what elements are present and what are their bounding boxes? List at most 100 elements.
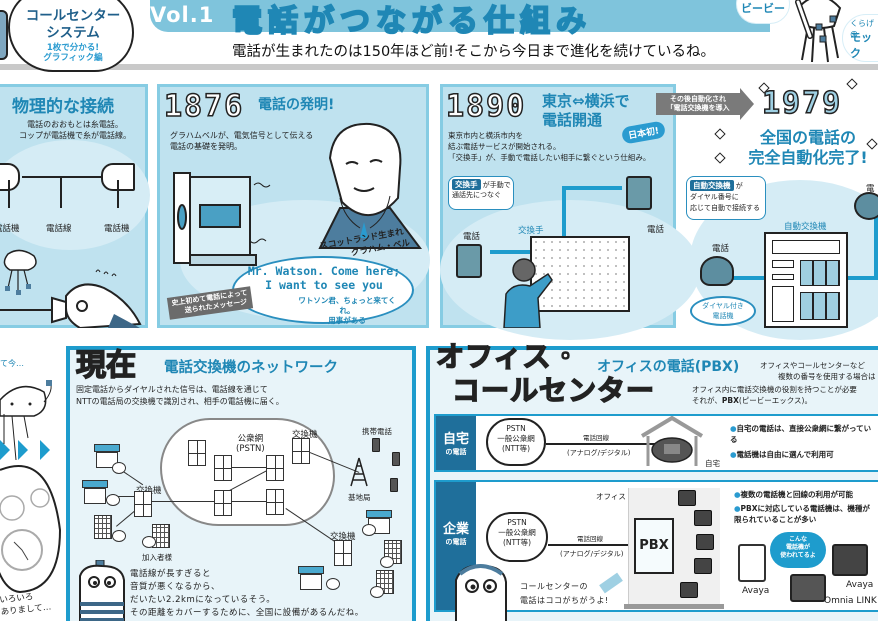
arrow-line1: その後自動化され [670, 95, 726, 103]
label-subscriber: 加入者様 [142, 553, 172, 562]
office-heading-line1: オフィス・ [435, 339, 581, 374]
header-divider [0, 64, 878, 70]
office-desc-pbx: PBX [721, 396, 739, 405]
home-line-label: 電話回線 [583, 434, 609, 442]
year-1890: 1890 [445, 88, 527, 125]
wall-phone-right-icon [626, 176, 652, 210]
label-phone-right: 電 [866, 184, 875, 194]
office-desc-line2: 複数の番号を使用する場合は [778, 372, 876, 381]
label-auto-exchange: 自動交換機 [784, 222, 827, 232]
dial-phone-label-bubble [690, 296, 756, 326]
building-icon [94, 515, 112, 539]
tokyo-body-line2: 結ぶ電話サービスが開始される。 [448, 142, 561, 151]
pointer-line [60, 177, 62, 208]
invention-body-line1: グラハムベルが、電気信号として伝える [170, 131, 314, 140]
distance-note-line2: 音質が悪くなるから、 [130, 582, 221, 592]
phone-model-omnia: Omnia LINK [824, 596, 877, 606]
operator-tag: 交換手 [452, 179, 481, 190]
phone-model-avaya-2: Avaya [846, 580, 874, 590]
panel-physical-body: 電話のおおもとは糸電話。 コップが電話機で糸が電話線。 [10, 119, 140, 141]
pstn-business-text: PSTN 一般公衆網 (NTT等) [492, 518, 542, 548]
operator-person-icon [503, 258, 553, 328]
page-title: 電話がつながる仕組み [231, 3, 592, 40]
page-subtitle: 電話が生まれたのは150年ほど前!そこから今日まで進化を続けているね。 [232, 44, 715, 60]
phones-used-line3: 使われてるよ [780, 552, 816, 559]
bear-headset-mascot-icon [455, 564, 507, 621]
landline-phone-icon [106, 494, 120, 506]
mascot-bear-partial-icon [0, 10, 8, 60]
label-phone-right: 電話機 [104, 224, 130, 234]
pstn-cloud-icon [160, 418, 335, 526]
landline-phone-icon [362, 524, 376, 536]
home-bullet-1: 自宅の電話は、直接公衆網に繋がっている [730, 424, 872, 444]
business-label-sub: の電話 [445, 538, 467, 546]
logo-sub-line2: グラフィック編 [43, 53, 103, 63]
distance-note-line1: 電話線が長すぎると [130, 569, 212, 579]
label-phone-left: 電話 [463, 232, 481, 242]
office-floor [624, 604, 724, 609]
business-label-main: 企業 [442, 522, 469, 537]
pstn-business-line1: PSTN [507, 518, 527, 527]
wire [846, 276, 878, 280]
pstn-home-line2: 一般公衆網 [497, 434, 535, 443]
network-line [110, 496, 144, 497]
dial-phone-icon [700, 256, 734, 286]
landline-phone-icon [112, 530, 126, 542]
exchange-switch-icon [214, 455, 232, 481]
house-icon [84, 488, 106, 504]
office-desc-bottom: オフィス内に電話交換機の役割を持つことが必要 それが、PBX(ピービーエックス)… [692, 384, 857, 406]
callcenter-note: コールセンターの 電話はココがちがうよ! [520, 580, 609, 608]
home-label: 自宅 [705, 459, 720, 468]
pstn-home-line1: PSTN [506, 424, 526, 433]
label-phone-right: 電話 [647, 225, 665, 235]
quote-translation: ワトソン君、ちょっと来てくれ。 用事がある [292, 296, 402, 326]
tokyo-title-line2: 電話開通 [542, 111, 603, 129]
side-note-top: て今… [0, 359, 24, 368]
panel-automation-title: 全国の電話の 完全自動化完了! [738, 128, 878, 168]
office-desc-prefix: それが、 [692, 396, 722, 405]
home-label-main: 自宅 [442, 432, 469, 447]
arrow-line2: 「電話交換機を導入 [666, 104, 730, 112]
landline-phone-icon [380, 556, 394, 568]
jellyfish-and-bear-icon [0, 249, 142, 328]
panel-invention-body: グラハムベルが、電気信号として伝える 電話の基礎を発明。 [170, 130, 313, 152]
pstn-line1: 公衆網 [237, 434, 264, 444]
bell-telephone-device-icon [173, 172, 271, 266]
dial-label-line2: 電話機 [712, 312, 734, 320]
translation-line1: ワトソン君、ちょっと来てくれ。 [298, 296, 396, 315]
panel-physical-title: 物理的な接続 [12, 97, 114, 117]
panel-highlight [0, 140, 150, 250]
side-note-bottom: いろいろ ありまして… [0, 589, 52, 618]
quote-line2: I want to see you [265, 278, 383, 292]
logo-subtitle: 1枚で分かる! グラフィック編 [18, 43, 128, 63]
callcenter-note-line2: 電話はココがちがうよ! [520, 596, 609, 605]
distance-note: 電話線が長すぎると 音質が悪くなるから、 だいたい2.2kmになっているそう。 … [130, 568, 364, 620]
arrow-automation: その後自動化され 「電話交換機を導入 [656, 93, 740, 115]
phone-line [548, 544, 634, 546]
present-heading: 現在 [75, 347, 137, 384]
network-line [224, 467, 282, 468]
auto-note-line3: 応じて自動で接続する [690, 204, 760, 212]
label-phone-left: 電話 [712, 244, 730, 254]
distance-note-line4: その距離をカバーするために、全国に設備があるんだね。 [130, 608, 364, 618]
phone-line [546, 443, 656, 445]
phones-used-bubble [770, 532, 826, 568]
pstn-line2: (PSTN) [236, 444, 265, 454]
distance-note-line3: だいたい2.2kmになっているそう。 [130, 595, 276, 605]
landline-phone-icon [370, 586, 384, 598]
operator-note-line2: 通話先につなぐ [452, 191, 501, 199]
home-phone-label: 自宅 の電話 [436, 416, 476, 470]
tokyo-title-line1: 東京⇔横浜で [542, 92, 630, 110]
mobile-phone-icon [390, 478, 398, 492]
wire [732, 276, 766, 280]
office-desc-suffix: (ピービーエックス)。 [738, 396, 812, 405]
label-exchange-top: 交換機 [292, 430, 318, 440]
label-pstn: 公衆網 (PSTN) [236, 434, 265, 454]
pstn-business-line3: (NTT等) [503, 538, 531, 547]
auto-note-line2: ダイヤル番号に [690, 193, 739, 201]
cup-phone-left-icon [0, 163, 20, 191]
omnia-link-phone-icon [790, 574, 826, 602]
logo-title: コールセンター システム [18, 8, 128, 42]
logo-title-line2: システム [46, 25, 100, 41]
business-line-label: 電話回線 [577, 535, 603, 543]
